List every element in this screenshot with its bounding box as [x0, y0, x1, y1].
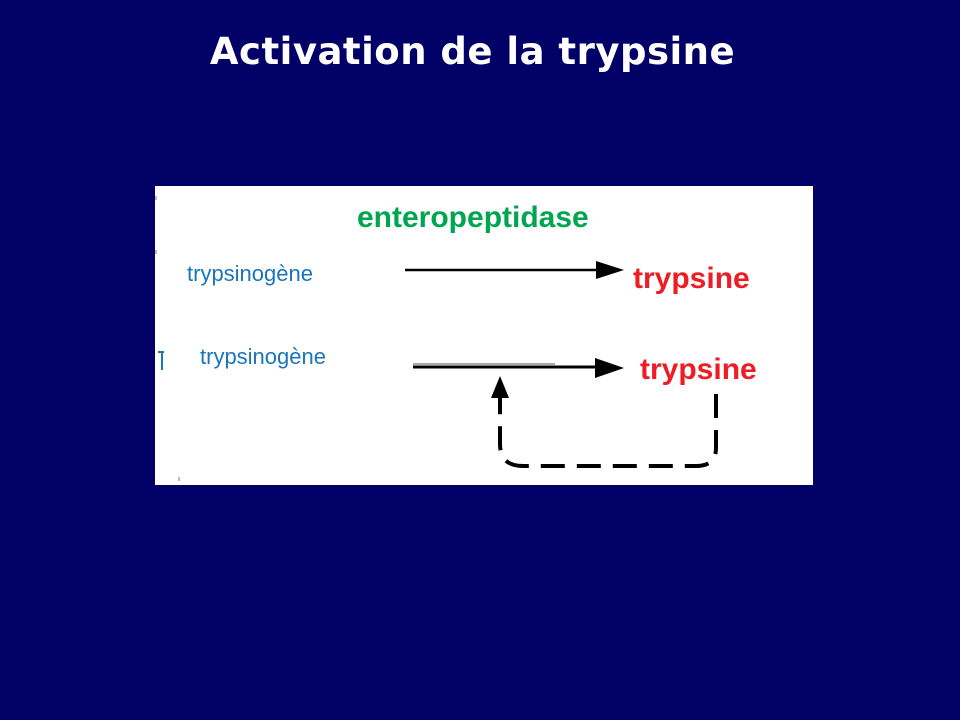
reaction-arrow-1 [405, 261, 624, 279]
substrate-label-1: trypsinogène [187, 261, 313, 286]
slide-title: Activation de la trypsine [209, 30, 736, 73]
product-label-2: trypsine [640, 353, 757, 386]
enzyme-label: enteropeptidase [357, 201, 589, 234]
feedback-arrowhead [491, 376, 509, 398]
feedback-loop [491, 376, 718, 468]
reaction-arrow-2 [413, 358, 624, 378]
diagram-panel: enteropeptidase trypsinogène trypsine tr… [155, 186, 813, 485]
reaction-diagram [155, 196, 718, 481]
substrate-label-2: trypsinogène [200, 344, 326, 369]
scan-artifacts [155, 196, 180, 481]
product-label-1: trypsine [633, 262, 750, 295]
